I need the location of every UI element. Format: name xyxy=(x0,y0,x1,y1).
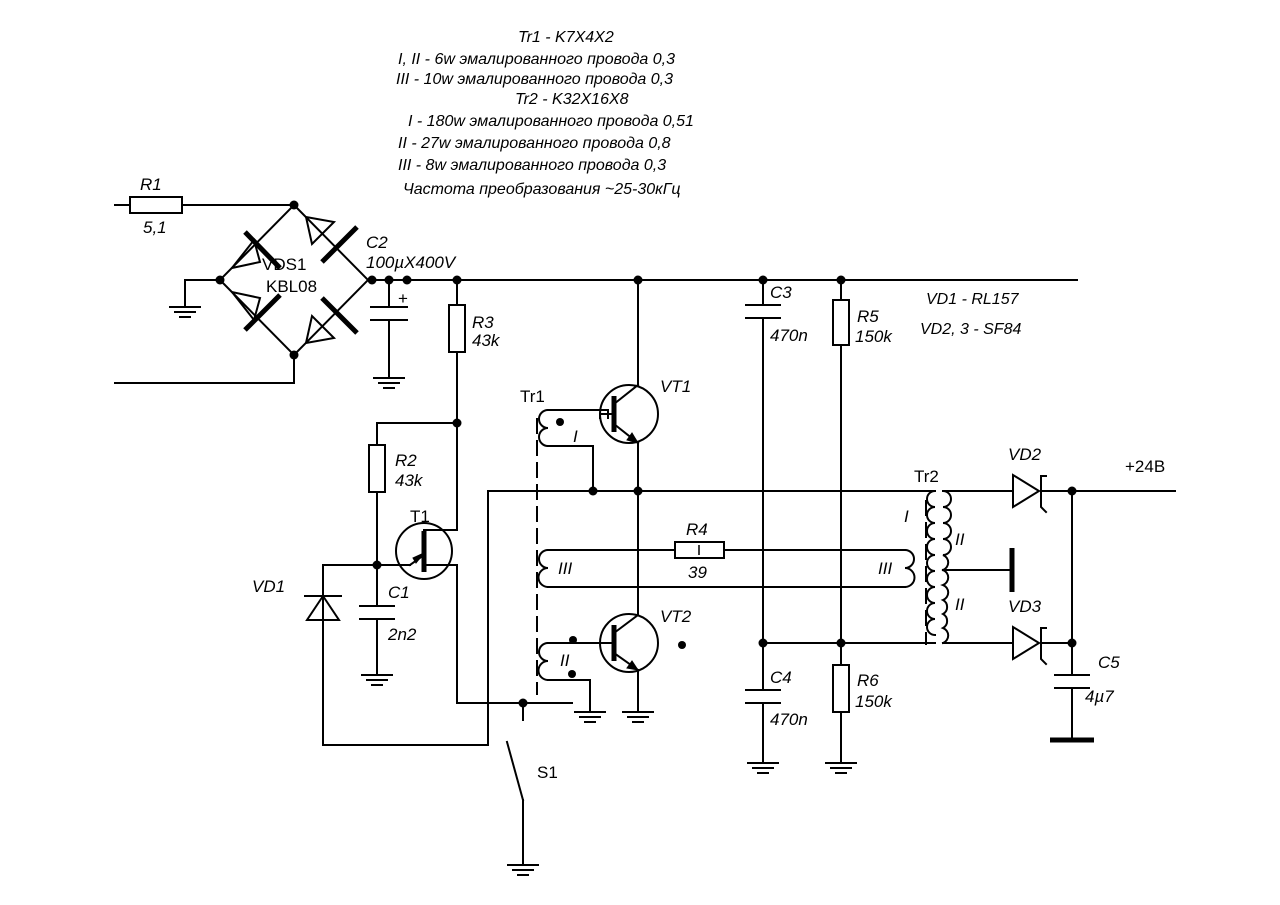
ground-icon xyxy=(574,711,606,723)
ground-symbols xyxy=(169,306,857,876)
note-line: Частота преобразования ~25-30кГц xyxy=(403,181,681,198)
diode-vd2: VD2 xyxy=(1008,445,1048,514)
r3-value: 43k xyxy=(472,331,501,350)
vt1-ref: VT1 xyxy=(660,377,691,396)
wires xyxy=(114,204,1176,866)
capacitor-c1: C1 2n2 xyxy=(359,583,417,644)
capacitor-c5: C5 4µ7 xyxy=(1050,653,1120,743)
note-line: Tr1 - K7X4X2 xyxy=(518,29,614,46)
resistor-r4: R4 39 xyxy=(674,520,725,582)
ground-icon xyxy=(169,306,201,318)
tr1-winding-i: I xyxy=(573,427,578,446)
c4-ref: C4 xyxy=(770,668,792,687)
c1-ref: C1 xyxy=(388,583,410,602)
tr2-winding-ii-lower: II xyxy=(955,595,965,614)
ground-icon xyxy=(747,762,779,774)
resistor-r6: R6 150k xyxy=(832,664,893,713)
note-line: Tr2 - K32X16X8 xyxy=(515,91,629,108)
note-line: III - 10w эмалированного провода 0,3 xyxy=(396,71,673,88)
c2-ref: C2 xyxy=(366,233,388,252)
vds1-value: KBL08 xyxy=(266,277,317,296)
r3-ref: R3 xyxy=(472,313,494,332)
tr2-winding-i: I xyxy=(904,507,909,526)
note-line: II - 27w эмалированного провода 0,8 xyxy=(398,135,671,152)
diode-vd1: VD1 xyxy=(252,577,342,621)
winding-notes: Tr1 - K7X4X2 I, II - 6w эмалированного п… xyxy=(396,29,694,198)
vd2-ref: VD2 xyxy=(1008,445,1042,464)
diode-type-notes: VD1 - RL157 VD2, 3 - SF84 xyxy=(920,291,1021,338)
resistor-r1: R1 5,1 xyxy=(129,175,183,237)
r2-value: 43k xyxy=(395,471,424,490)
note-line: I, II - 6w эмалированного провода 0,3 xyxy=(398,51,675,68)
tr2-ref: Tr2 xyxy=(914,467,939,486)
note-line: III - 8w эмалированного провода 0,3 xyxy=(398,157,666,174)
note-line: VD1 - RL157 xyxy=(926,291,1020,308)
vd1-ref: VD1 xyxy=(252,577,285,596)
r6-ref: R6 xyxy=(857,671,879,690)
transistor-vt1: VT1 xyxy=(599,377,691,445)
r2-ref: R2 xyxy=(395,451,417,470)
resistor-r3: R3 43k xyxy=(448,304,501,353)
r5-ref: R5 xyxy=(857,307,879,326)
c5-value: 4µ7 xyxy=(1085,687,1114,706)
switch-s1: S1 xyxy=(505,740,558,802)
tr1-winding-iii: III xyxy=(558,559,572,578)
capacitor-c4: C4 470n xyxy=(745,668,808,729)
c5-ref: C5 xyxy=(1098,653,1120,672)
resistor-r2: R2 43k xyxy=(368,444,424,493)
transformer-tr1: Tr1 I III II xyxy=(520,387,578,695)
s1-ref: S1 xyxy=(537,763,558,782)
c1-value: 2n2 xyxy=(387,625,417,644)
r4-ref: R4 xyxy=(686,520,708,539)
transistor-t1: T1 xyxy=(395,507,453,580)
bridge-rectifier-vds1: VDS1 KBL08 xyxy=(218,203,370,357)
ground-icon xyxy=(507,864,539,876)
capacitor-c3: C3 470n xyxy=(745,283,808,345)
c3-ref: C3 xyxy=(770,283,792,302)
resistor-r5: R5 150k xyxy=(832,299,893,346)
c2-value: 100µX400V xyxy=(366,253,457,272)
r1-value: 5,1 xyxy=(143,218,167,237)
transistor-vt2: VT2 xyxy=(599,607,692,673)
transformer-tr2: Tr2 I II II III xyxy=(878,467,1015,645)
c4-value: 470n xyxy=(770,710,808,729)
capacitor-c2: C2 100µX400V + xyxy=(366,233,457,321)
diode-vd3: VD3 xyxy=(1008,597,1048,666)
ground-icon xyxy=(361,674,393,686)
vd3-ref: VD3 xyxy=(1008,597,1042,616)
output-voltage-label: +24В xyxy=(1125,457,1165,476)
junction-dots xyxy=(215,200,1077,708)
tr1-ref: Tr1 xyxy=(520,387,545,406)
tr2-winding-iii: III xyxy=(878,559,892,578)
ground-icon xyxy=(373,377,405,389)
c3-value: 470n xyxy=(770,326,808,345)
t1-ref: T1 xyxy=(410,507,430,526)
tr1-winding-ii: II xyxy=(560,651,570,670)
r5-value: 150k xyxy=(855,327,893,346)
tr2-winding-ii-upper: II xyxy=(955,530,965,549)
vt2-ref: VT2 xyxy=(660,607,692,626)
ground-icon xyxy=(622,711,654,723)
r1-ref: R1 xyxy=(140,175,162,194)
note-line: I - 180w эмалированного провода 0,51 xyxy=(408,113,694,130)
ground-icon xyxy=(825,762,857,774)
r4-value: 39 xyxy=(688,563,707,582)
r6-value: 150k xyxy=(855,692,893,711)
c2-polarity: + xyxy=(398,289,408,308)
vds1-ref: VDS1 xyxy=(262,255,306,274)
note-line: VD2, 3 - SF84 xyxy=(920,321,1021,338)
